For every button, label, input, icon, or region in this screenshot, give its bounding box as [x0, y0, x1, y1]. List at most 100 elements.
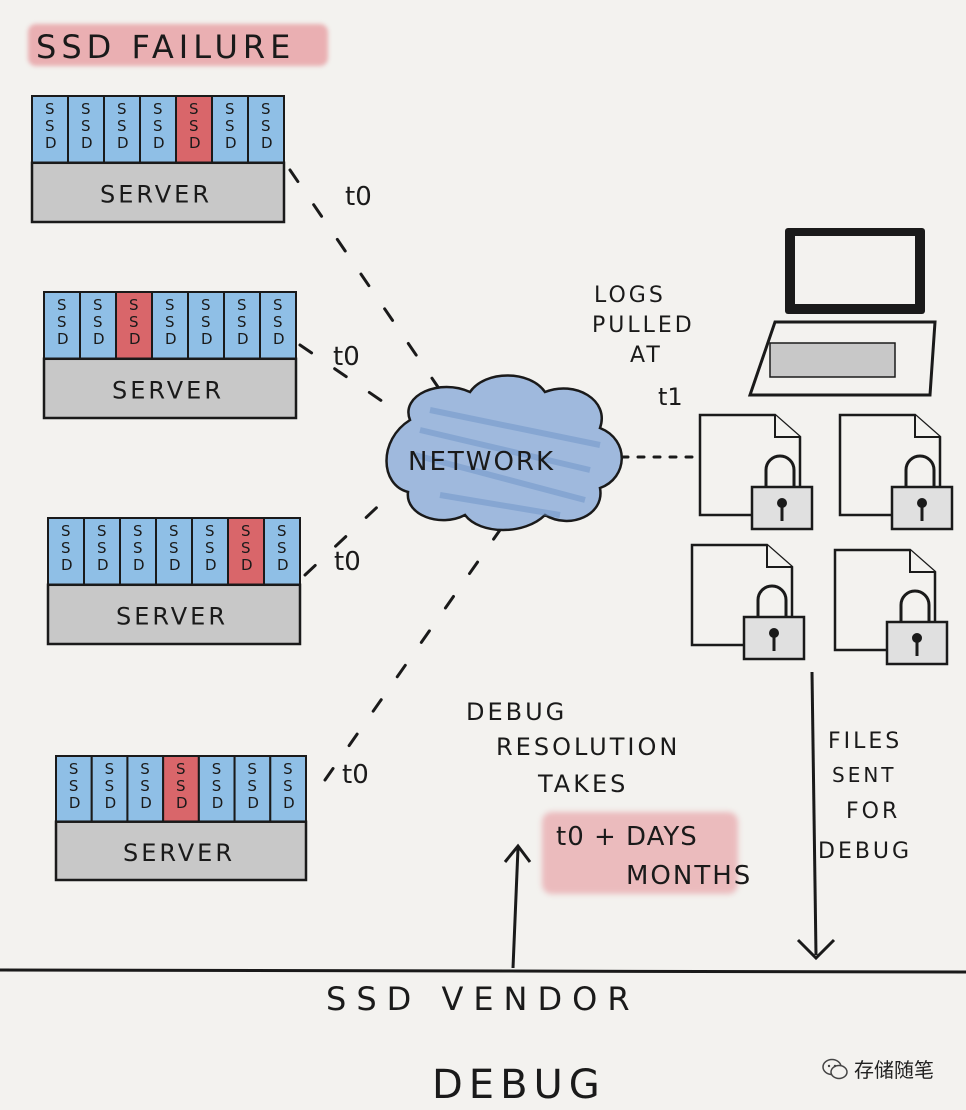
ssd-letter: S [225, 100, 235, 118]
ssd-letter: S [140, 777, 150, 795]
ssd-letter: S [97, 539, 107, 557]
ssd-letter: D [153, 134, 165, 152]
logs-label-3: AT [630, 343, 663, 368]
ssd-drive: SSD [191, 517, 229, 586]
ssd-letter: D [176, 794, 188, 812]
timeframe-line-1: t0 + DAYS [556, 822, 698, 852]
logs-time: t1 [658, 383, 683, 411]
server-1-time: t0 [345, 182, 372, 212]
files-label-4: DEBUG [818, 839, 912, 864]
vendor-to-debug-arrow [503, 843, 532, 969]
ssd-drive: SSD [79, 291, 117, 360]
ssd-letter: D [165, 330, 177, 348]
link-server-2-network [298, 343, 397, 412]
files-label-2: SENT [832, 763, 897, 787]
ssd-letter: S [81, 100, 91, 118]
watermark: 存储随笔 [822, 1054, 934, 1083]
server-label: SERVER [123, 839, 235, 867]
cloud-shading [414, 407, 601, 518]
ssd-drive: SSD [197, 755, 236, 823]
ssd-letter: D [205, 556, 217, 574]
ssd-drive: SSD [55, 755, 93, 823]
link-server-3-network [303, 493, 392, 577]
server-label: SERVER [116, 602, 228, 630]
ssd-drive: SSD [263, 517, 301, 586]
ssd-letter: S [241, 522, 251, 540]
ssd-drive: SSD [47, 517, 85, 586]
ssd-letter: D [261, 134, 273, 152]
bottom-title: DEBUG [432, 1062, 606, 1108]
ssd-letter: S [273, 296, 283, 314]
ssd-drive: SSD [233, 755, 272, 823]
ssd-letter: S [81, 117, 91, 135]
ssd-letter: D [69, 794, 81, 812]
server-2-time: t0 [333, 342, 360, 372]
ssd-drive: SSD [67, 95, 105, 164]
cloud-icon [385, 374, 623, 532]
ssd-letter: D [237, 330, 249, 348]
ssd-letter: D [189, 134, 201, 152]
ssd-letter: D [45, 134, 57, 152]
ssd-letter: D [212, 794, 224, 812]
ssd-letter: D [283, 794, 295, 812]
watermark-text: 存储随笔 [854, 1058, 934, 1082]
ssd-drive: SSD [119, 517, 157, 586]
ssd-letter: D [169, 556, 181, 574]
ssd-drive: SSD [211, 95, 249, 164]
laptop-icon [747, 228, 937, 397]
ssd-drive: SSD [269, 755, 307, 823]
ssd-letter: S [69, 777, 79, 795]
ssd-letter: S [277, 522, 287, 540]
ssd-letter: S [189, 117, 199, 135]
laptop-keyboard [769, 342, 896, 378]
ssd-drive: SSD [103, 95, 141, 164]
vendor-divider [0, 968, 966, 974]
ssd-letter: S [247, 777, 257, 795]
locked-file-icon [838, 413, 954, 531]
ssd-letter: D [117, 134, 129, 152]
ssd-letter: S [201, 296, 211, 314]
ssd-drive: SSD [151, 291, 189, 360]
ssd-failed: SSD [227, 517, 265, 586]
servers-group: SSDSSDSSDSSDSSDSSDSSDSERVERSSDSSDSSDSSDS… [30, 95, 308, 882]
ssd-letter: S [189, 100, 199, 118]
ssd-letter: S [61, 522, 71, 540]
ssd-letter: S [165, 296, 175, 314]
ssd-letter: S [201, 313, 211, 331]
ssd-letter: S [45, 100, 55, 118]
logs-label-1: LOGS [594, 283, 666, 308]
ssd-letter: D [247, 794, 259, 812]
vendor-label: SSD VENDOR [326, 980, 640, 1018]
server-time-labels: t0 t0 t0 t0 [333, 182, 372, 790]
server-4-time: t0 [342, 760, 369, 790]
ssd-letter: S [153, 100, 163, 118]
ssd-letter: S [176, 760, 186, 778]
files-label-3: FOR [846, 799, 900, 824]
timeframe-line-2: MONTHS [626, 861, 752, 891]
ssd-letter: S [237, 313, 247, 331]
diagram-title: SSD FAILURE [36, 28, 295, 66]
timeframe-highlight [542, 812, 738, 894]
ssd-drive: SSD [83, 517, 121, 586]
laptop-base [747, 320, 937, 397]
ssd-letter: D [277, 556, 289, 574]
ssd-letter: S [165, 313, 175, 331]
server-chassis [54, 820, 308, 882]
files-to-vendor-arrow [796, 671, 836, 961]
logs-label-2: PULLED [592, 313, 695, 338]
ssd-letter: S [129, 296, 139, 314]
ssd-letter: S [205, 522, 215, 540]
files-label-1: FILES [828, 729, 902, 754]
ssd-drive: SSD [43, 291, 81, 360]
server-label: SERVER [112, 376, 224, 404]
locked-file-icon [698, 413, 814, 531]
ssd-letter: D [133, 556, 145, 574]
link-server-1-network [288, 168, 442, 392]
ssd-drive: SSD [139, 95, 177, 164]
ssd-letter: S [225, 117, 235, 135]
ssd-letter: S [57, 296, 67, 314]
ssd-drive: SSD [247, 95, 285, 164]
